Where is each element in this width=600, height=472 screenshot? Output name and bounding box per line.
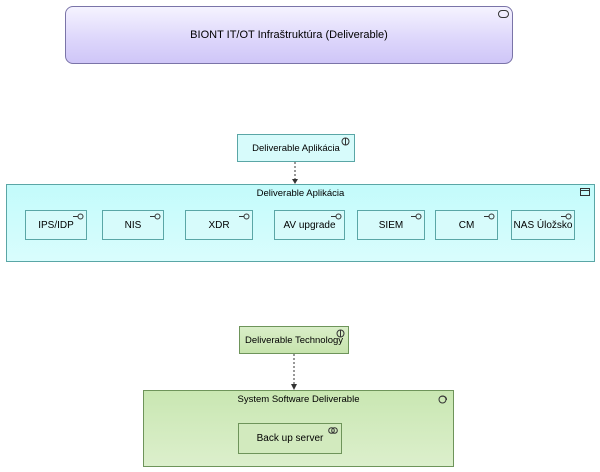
- component-nis[interactable]: NIS: [102, 210, 164, 240]
- interface-icon: [73, 213, 84, 220]
- application-container-node[interactable]: Deliverable Aplikácia IPS/IDP NIS XDR AV…: [6, 184, 595, 262]
- interface-icon: [341, 137, 350, 146]
- component-label: NIS: [124, 220, 142, 231]
- system-software-node[interactable]: System Software Deliverable Back up serv…: [143, 390, 454, 467]
- component-label: SIEM: [378, 220, 404, 231]
- component-ips-idp[interactable]: IPS/IDP: [25, 210, 87, 240]
- interface-icon: [484, 213, 495, 220]
- interface-icon: [411, 213, 422, 220]
- component-label: IPS/IDP: [38, 220, 74, 231]
- component-label: XDR: [208, 220, 230, 231]
- application-interface-label: Deliverable Aplikácia: [252, 143, 340, 154]
- interface-icon: [331, 213, 342, 220]
- component-label: AV upgrade: [283, 220, 336, 231]
- component-label: NAS Úložsko: [513, 220, 573, 231]
- application-icon: [580, 188, 590, 196]
- component-xdr[interactable]: XDR: [185, 210, 253, 240]
- top-deliverable-node[interactable]: BIONT IT/OT Infraštruktúra (Deliverable): [65, 6, 513, 64]
- application-interface-node[interactable]: Deliverable Aplikácia: [237, 134, 355, 162]
- collaboration-icon: [328, 427, 338, 434]
- component-nas-ulozisko[interactable]: NAS Úložsko: [511, 210, 575, 240]
- interface-icon: [239, 213, 250, 220]
- component-av-upgrade[interactable]: AV upgrade: [274, 210, 345, 240]
- component-label: CM: [458, 220, 475, 231]
- backup-server-label: Back up server: [256, 433, 324, 444]
- technology-interface-node[interactable]: Deliverable Technology: [239, 326, 349, 354]
- technology-interface-label: Deliverable Technology: [244, 335, 344, 346]
- app-connector-arrowhead: [292, 179, 298, 184]
- service-icon: [498, 10, 509, 18]
- system-software-label: System Software Deliverable: [237, 394, 360, 405]
- system-software-icon: [438, 395, 447, 404]
- component-siem[interactable]: SIEM: [357, 210, 425, 240]
- tech-connector-arrowhead: [291, 384, 297, 390]
- component-cm[interactable]: CM: [435, 210, 498, 240]
- backup-server-node[interactable]: Back up server: [238, 423, 342, 454]
- interface-icon: [561, 213, 572, 220]
- application-container-label: Deliverable Aplikácia: [256, 188, 345, 199]
- top-deliverable-label: BIONT IT/OT Infraštruktúra (Deliverable): [190, 29, 388, 41]
- interface-icon: [150, 213, 161, 220]
- interface-icon: [336, 329, 345, 338]
